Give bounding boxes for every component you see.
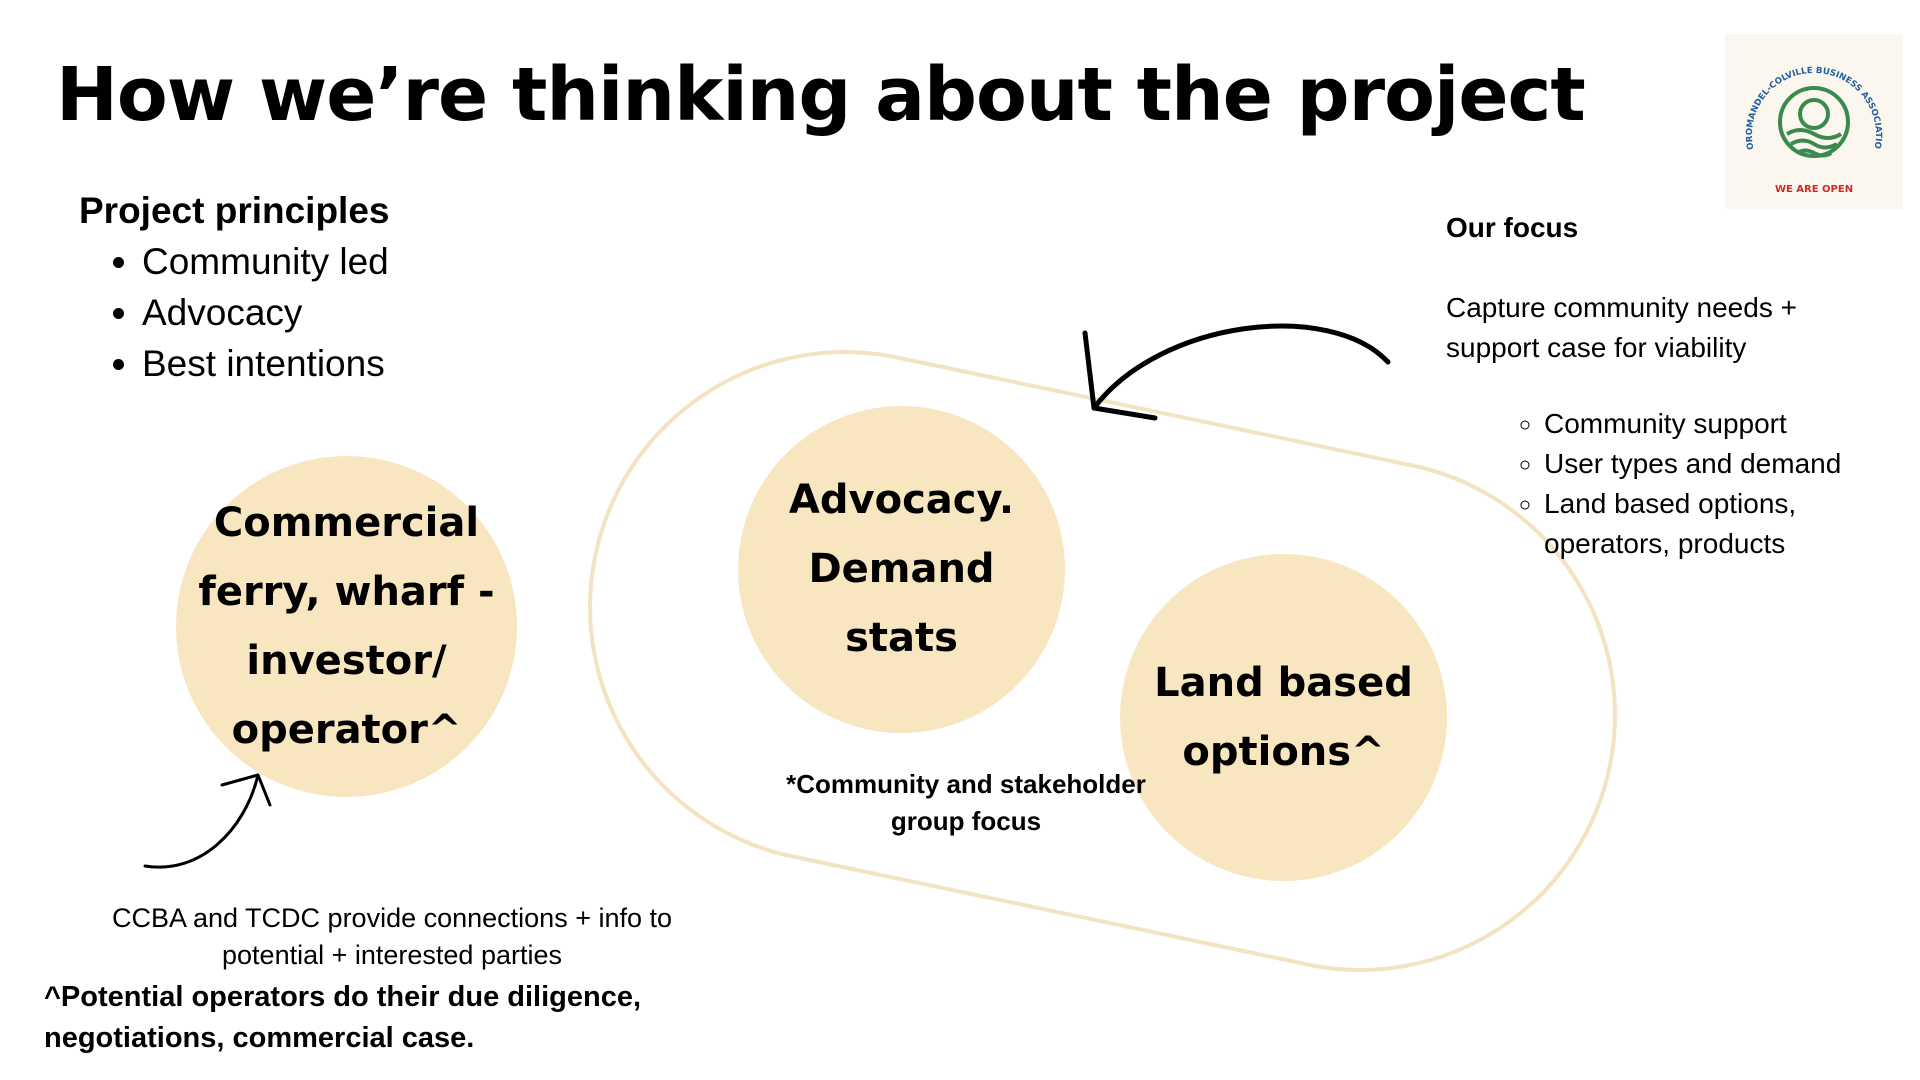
- focus-heading: Our focus: [1446, 212, 1579, 243]
- advocacy-circle-label: Advocacy. Demand stats: [788, 477, 1015, 661]
- focus-arrow: [1082, 323, 1391, 421]
- ccba-note: CCBA and TCDC provide connections + info…: [111, 903, 673, 970]
- principle-item: Community led: [142, 236, 389, 287]
- diligence-note: ^Potential operators do their due dilige…: [44, 981, 642, 1054]
- focus-text: Capture community needs + support case f…: [1446, 292, 1797, 363]
- group-outline: [588, 350, 1617, 972]
- focus-item: User types and demand: [1544, 444, 1904, 484]
- association-logo: COROMANDEL-COLVILLE BUSINESS ASSOCIATION…: [1725, 34, 1903, 209]
- logo-emblem: [1778, 86, 1850, 158]
- commercial-circle: Commercial ferry, wharf - investor/ oper…: [176, 456, 517, 797]
- commercial-arrow: [143, 773, 272, 869]
- principles-list: Community led Advocacy Best intentions: [112, 236, 389, 389]
- principle-item: Best intentions: [142, 338, 389, 389]
- group-focus-note: *Community and stakeholder group focus: [786, 769, 1146, 836]
- focus-item: Community support: [1544, 404, 1904, 444]
- focus-list: Community support User types and demand …: [1520, 404, 1904, 564]
- logo-ring-text: COROMANDEL-COLVILLE BUSINESS ASSOCIATION: [1725, 34, 1883, 150]
- principle-item: Advocacy: [142, 287, 389, 338]
- advocacy-circle: Advocacy. Demand stats: [738, 406, 1065, 733]
- land-circle-label: Land based options^: [1154, 659, 1413, 775]
- page-title: How we’re thinking about the project: [56, 52, 1586, 138]
- logo-tagline: WE ARE OPEN: [1775, 184, 1853, 195]
- land-circle: Land based options^: [1120, 554, 1447, 881]
- focus-item: Land based options, operators, products: [1544, 484, 1904, 564]
- principles-heading: Project principles: [79, 190, 390, 231]
- commercial-circle-label: Commercial ferry, wharf - investor/ oper…: [198, 499, 495, 753]
